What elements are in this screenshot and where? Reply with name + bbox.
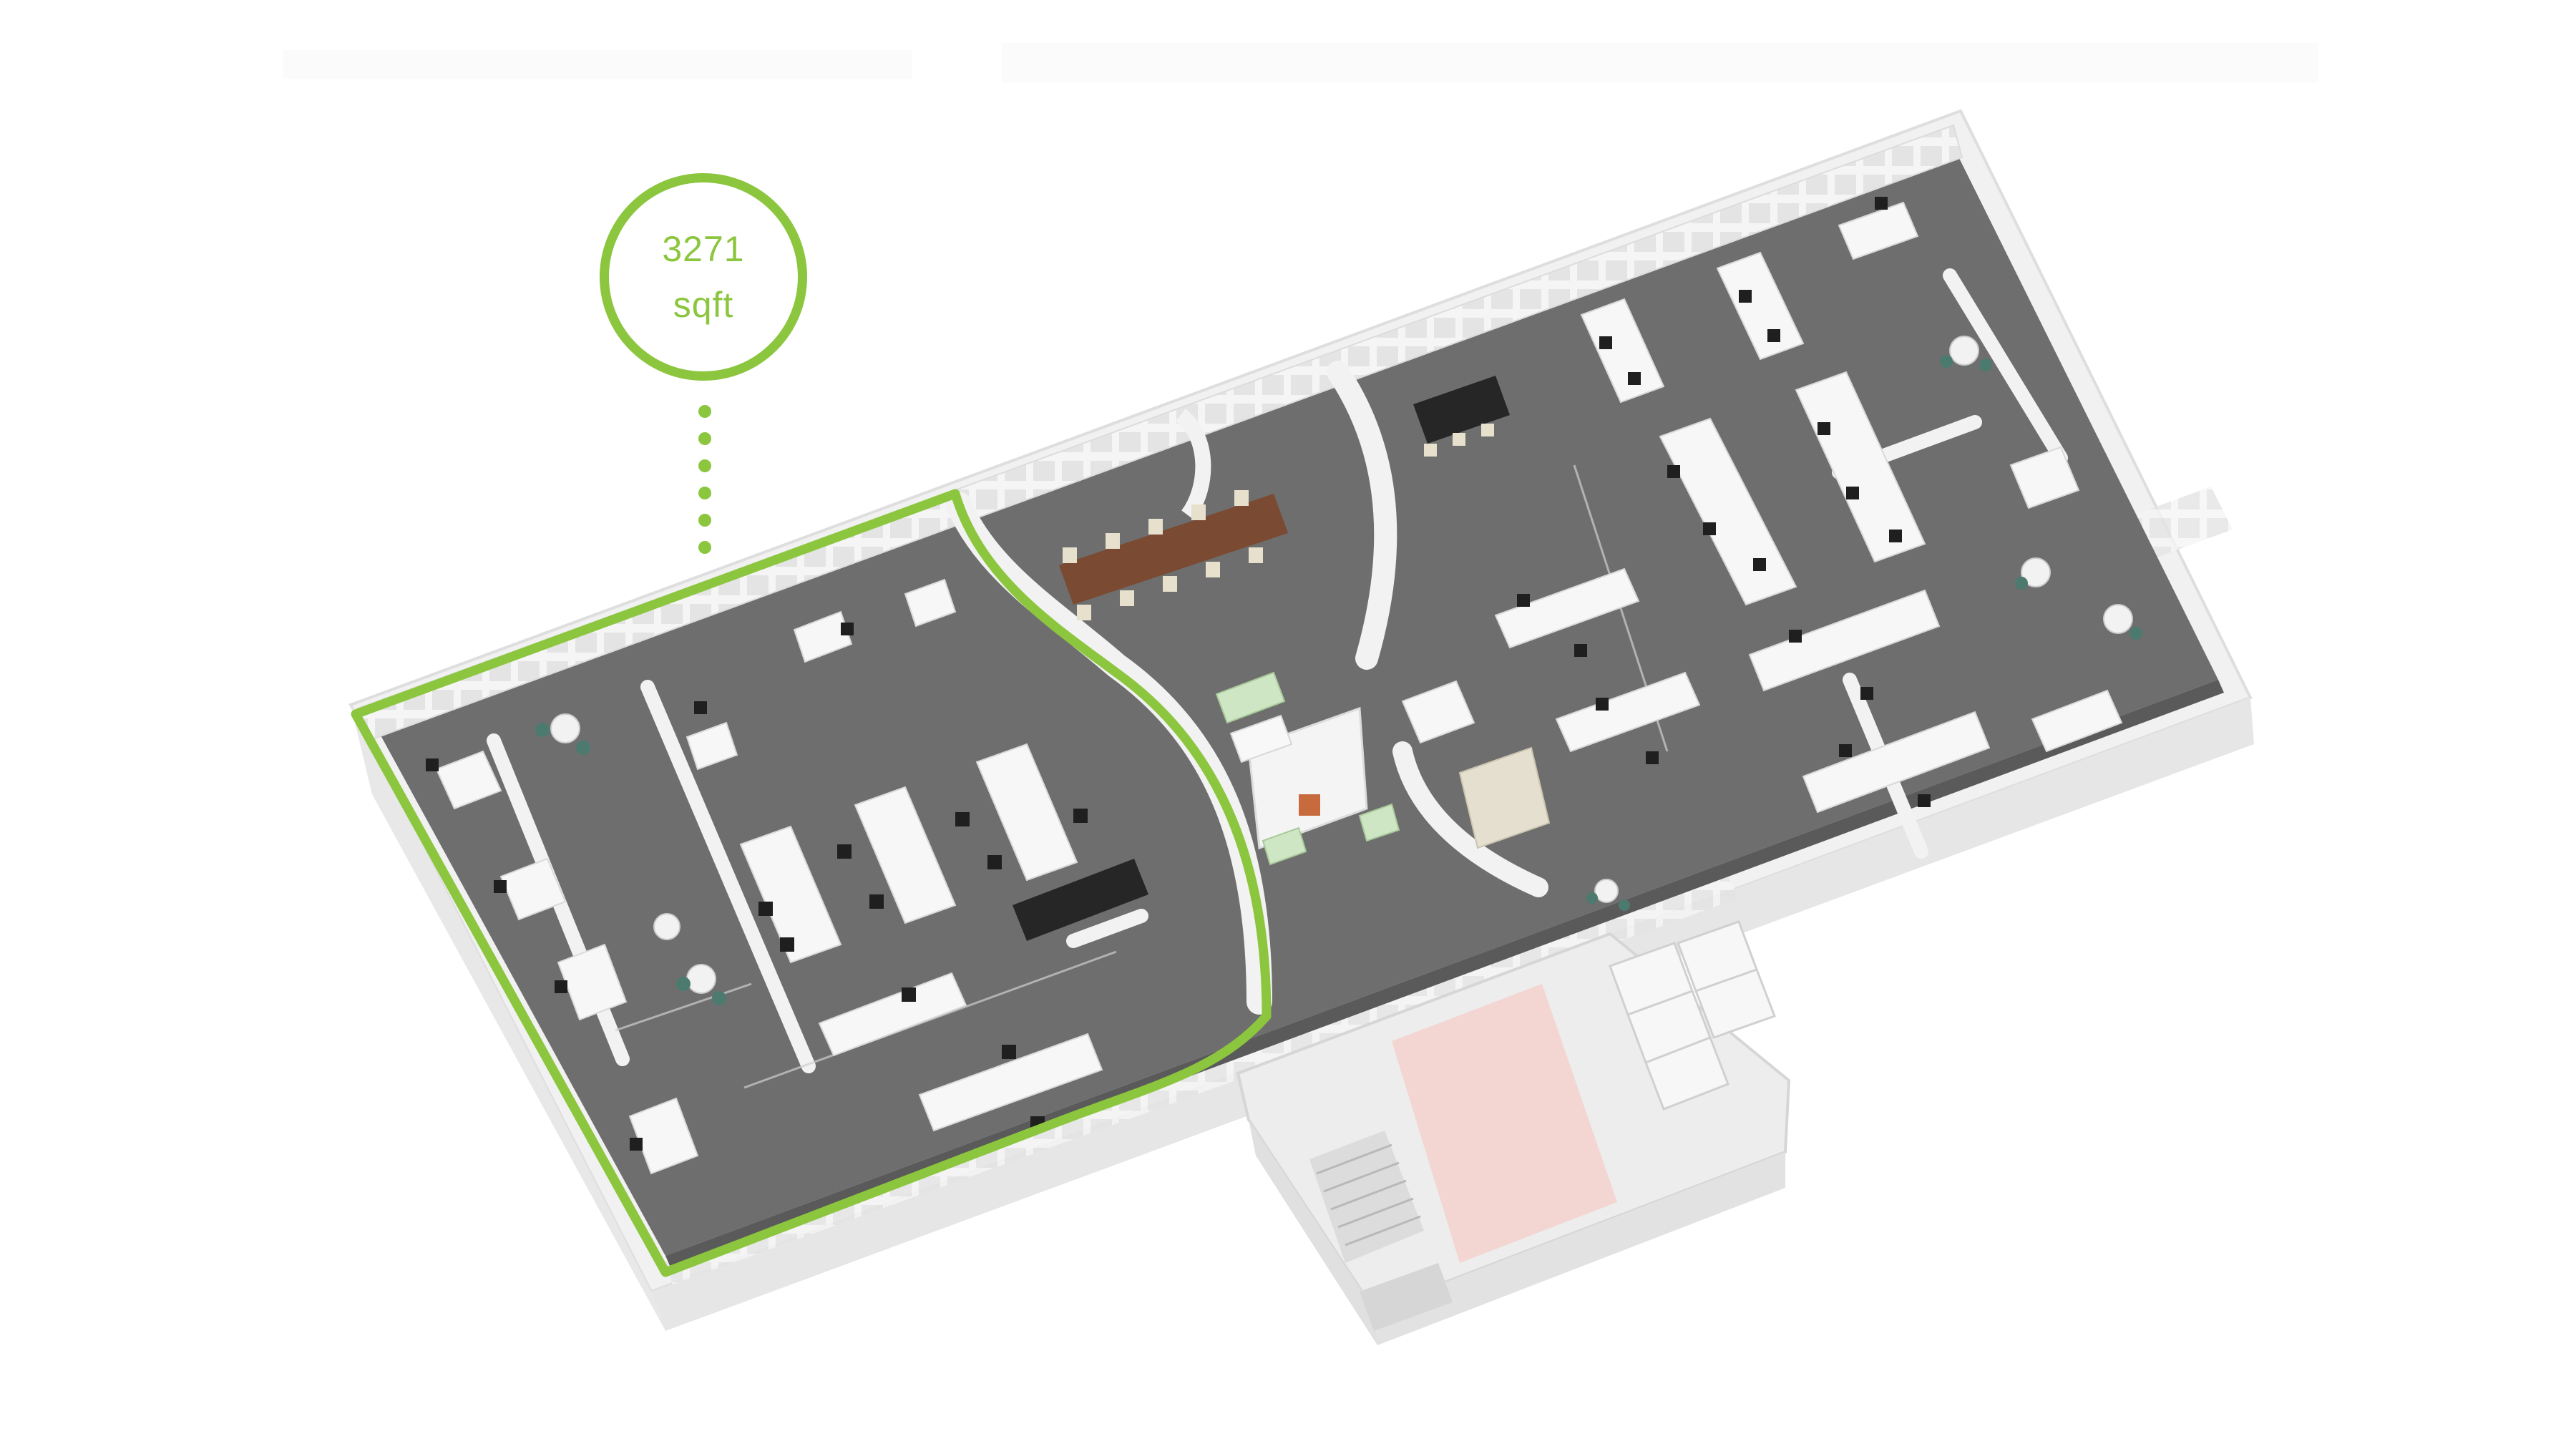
highlighted-zone-outline bbox=[351, 489, 1272, 1277]
conference-table bbox=[1059, 494, 1288, 605]
round-tables-right bbox=[1594, 336, 2133, 903]
office-floor bbox=[376, 147, 2218, 1256]
meeting-table-dark bbox=[1413, 376, 1510, 444]
restroom-floor bbox=[1392, 984, 1617, 1263]
annex-front bbox=[1374, 1152, 1785, 1345]
interior-partitions bbox=[487, 268, 2068, 1073]
area-unit: sqft bbox=[673, 285, 734, 325]
desk-cluster-left bbox=[435, 578, 1103, 1175]
chairs-right bbox=[1517, 197, 1931, 807]
fireplace bbox=[1299, 794, 1320, 816]
area-value: 3271 bbox=[662, 229, 745, 269]
lounge-seating bbox=[1215, 671, 1400, 866]
exterior-stair bbox=[1360, 1263, 1453, 1331]
stair-steps bbox=[1316, 1143, 1421, 1246]
callout-leader-dots bbox=[698, 405, 711, 554]
coffee-table bbox=[1229, 714, 1293, 763]
ground-strip bbox=[283, 50, 912, 79]
chairs-left bbox=[426, 623, 1088, 1151]
area-callout-badge: 3271 sqft bbox=[600, 173, 807, 381]
restroom-stalls bbox=[1609, 920, 1776, 1111]
dark-meeting-table bbox=[1013, 859, 1148, 941]
lounge-sofa bbox=[1458, 746, 1551, 849]
conference-chairs bbox=[1063, 490, 1263, 620]
lounge-chairs-right bbox=[1586, 355, 2142, 911]
meeting-chairs bbox=[1424, 424, 1494, 457]
round-tables-left bbox=[550, 713, 716, 994]
ground-strip bbox=[1002, 43, 2318, 82]
outer-wall-side bbox=[351, 705, 665, 1331]
curved-partition-wall bbox=[1327, 361, 1397, 670]
annex-side bbox=[1249, 1120, 1377, 1345]
lounge-chairs-left bbox=[535, 723, 726, 1005]
partition-wall bbox=[1175, 409, 1211, 520]
curved-partition-wall bbox=[1392, 741, 1548, 897]
